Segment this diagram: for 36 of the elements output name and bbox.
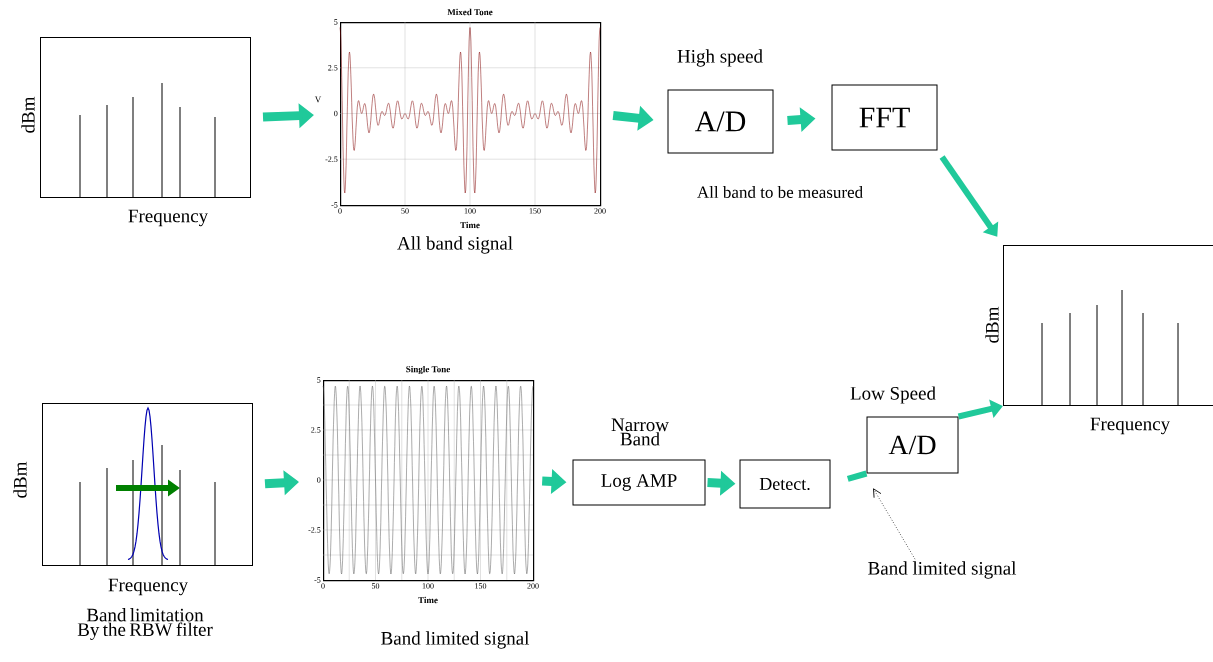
node-label: Low Speed: [850, 386, 936, 404]
process-box: A/D: [667, 89, 774, 154]
axis-label: Frequency: [1090, 417, 1171, 435]
tick-label: -5: [314, 577, 321, 583]
axis-title: Time: [418, 596, 438, 604]
process-box: FFT: [831, 84, 938, 151]
node-label: Band limited signal: [381, 631, 530, 649]
node-label: Narrow Band: [611, 418, 669, 446]
axis-title: Time: [460, 221, 480, 229]
tick-label: -5: [331, 202, 338, 208]
tick-label: 200: [594, 208, 606, 214]
tick-label: 0: [321, 583, 325, 589]
tick-label: 0: [338, 208, 342, 214]
note-text: All band to be measured: [697, 186, 863, 198]
axis-title: V: [314, 96, 322, 103]
node-label: High speed: [677, 49, 763, 67]
axis-label: dBm: [985, 306, 999, 343]
chart-title: Mixed Tone: [447, 8, 493, 16]
node-label: All band signal: [397, 236, 513, 254]
connector-line: [846, 470, 868, 482]
node-label: Band limitation By the RBW filter: [77, 608, 213, 640]
tick-label: 5: [334, 19, 338, 25]
note-text: Band limited signal: [868, 561, 1017, 579]
tick-label: 5: [317, 377, 321, 383]
chart-title: Single Tone: [406, 365, 450, 375]
axis-label: dBm: [21, 96, 35, 133]
arrow: [957, 399, 1003, 420]
process-box: A/D: [866, 416, 959, 474]
axis-label: Frequency: [128, 209, 209, 227]
process-box: Detect.: [739, 459, 831, 509]
axis-label: dBm: [13, 461, 27, 498]
tick-label: 200: [527, 583, 539, 589]
axis-label: Frequency: [108, 578, 189, 596]
process-box: Log AMP: [572, 459, 706, 506]
leader-line: [873, 488, 916, 560]
arrow: [939, 155, 999, 237]
